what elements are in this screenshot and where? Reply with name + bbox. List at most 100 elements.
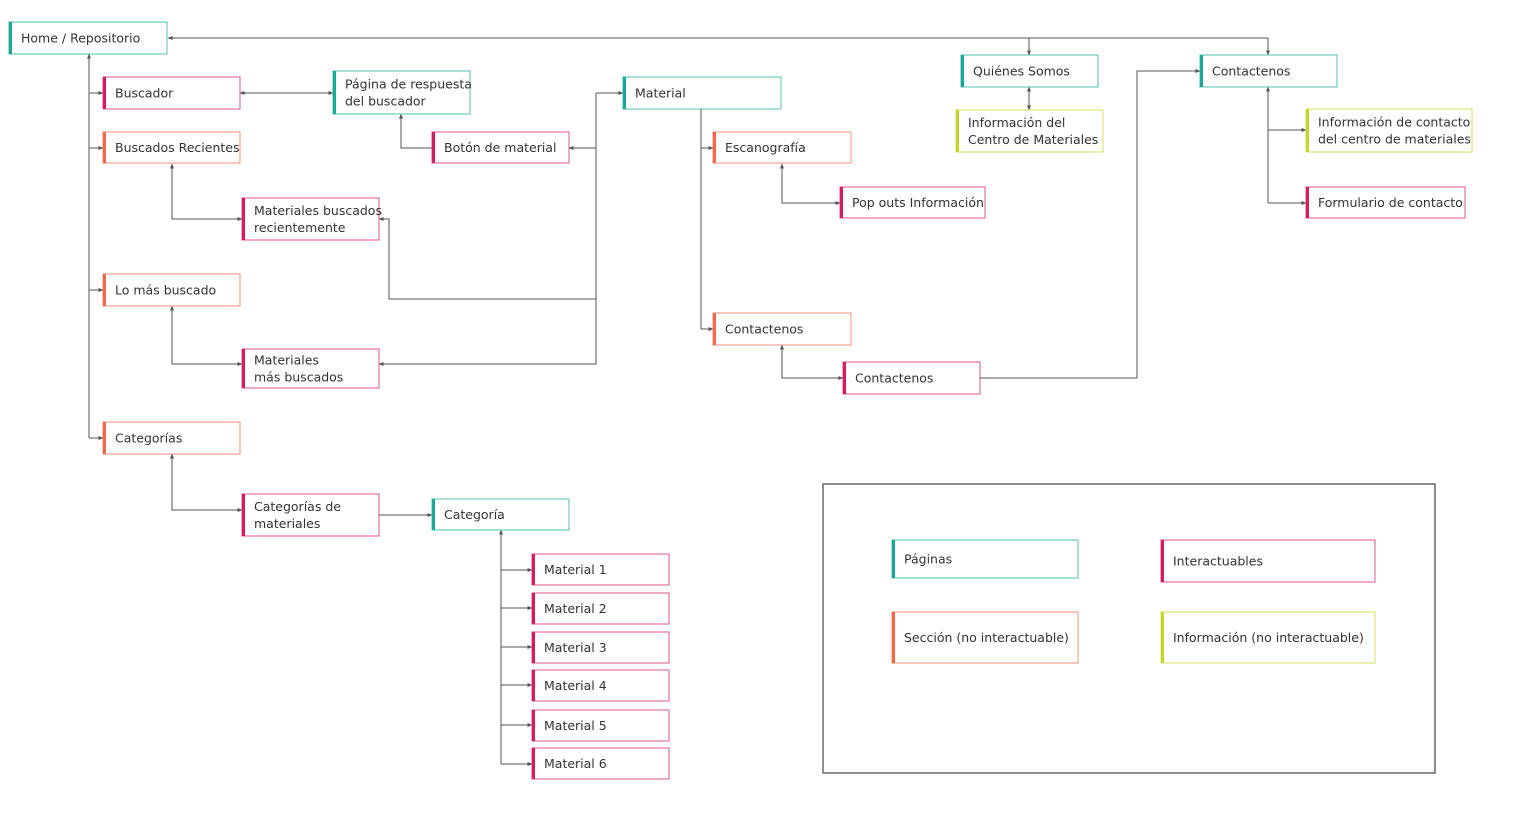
node-border (622, 76, 782, 110)
node-accent-bar (532, 710, 535, 741)
node-label: Botón de material (444, 140, 556, 155)
node-label: Escanografía (725, 140, 806, 155)
connector-lines (87, 36, 1307, 766)
node-accent-bar (103, 422, 106, 454)
node-label: Lo más buscado (115, 283, 216, 298)
node-home: Home / Repositorio (8, 21, 168, 55)
legend-informacion: Información (no interactuable) (1160, 611, 1376, 664)
edge-trunk-to-recientes (378, 217, 596, 300)
node-accent-bar (892, 612, 895, 663)
node-accent-bar (9, 22, 12, 54)
node-escanografia: Escanografía (712, 131, 852, 164)
node-quienes-somos: Quiénes Somos (960, 54, 1099, 88)
node-material: Material (622, 76, 782, 110)
node-border (1160, 611, 1376, 664)
node-label: Centro de Materiales (968, 132, 1098, 147)
node-border (955, 109, 1104, 153)
node-label: Pop outs Información (852, 195, 984, 210)
node-label: del buscador (345, 94, 427, 109)
node-border (102, 273, 241, 307)
node-accent-bar (532, 632, 535, 663)
legend-paginas: Páginas (891, 539, 1079, 579)
node-label: Buscador (115, 86, 174, 101)
node-label: Página de respuesta (345, 77, 472, 92)
node-buscados-recientes: Buscados Recientes (102, 131, 241, 164)
edge-boton-to-contactenos-pagina (980, 69, 1201, 379)
node-border (531, 747, 670, 780)
node-label: Información de contacto (1318, 115, 1470, 130)
node-border (960, 54, 1099, 88)
node-accent-bar (532, 593, 535, 624)
node-accent-bar (103, 77, 106, 109)
node-label: Material 1 (544, 562, 607, 577)
node-border (1160, 539, 1376, 583)
edge-recientes-to-materiales (170, 163, 243, 221)
node-material-1: Material 1 (531, 553, 670, 586)
node-material-6: Material 6 (531, 747, 670, 780)
node-border (531, 669, 670, 702)
node-label: Materiales buscados (254, 203, 382, 218)
node-label: Buscados Recientes (115, 140, 240, 155)
node-accent-bar (713, 132, 716, 163)
edge-categorias-to-cat-materiales (170, 453, 243, 512)
node-border (241, 493, 380, 537)
edge-mas-buscado-to-materiales (170, 305, 243, 366)
node-materiales-mas: Materiales más buscados (241, 348, 380, 389)
node-accent-bar (956, 110, 959, 152)
node-border (241, 348, 380, 389)
node-accent-bar (623, 77, 626, 109)
node-label: Categoría (444, 507, 505, 522)
node-label: Home / Repositorio (21, 31, 140, 46)
node-border (712, 312, 852, 346)
node-accent-bar (1161, 612, 1164, 663)
node-border (531, 709, 670, 742)
node-border (531, 592, 670, 625)
node-info-contacto: Información de contacto del centro de mat… (1305, 108, 1473, 153)
node-pop-outs: Pop outs Información (839, 186, 986, 219)
node-border (891, 611, 1079, 664)
node-accent-bar (103, 132, 106, 163)
node-boton-material: Botón de material (431, 131, 570, 164)
legend-frame (822, 483, 1436, 774)
node-label: Material 2 (544, 601, 607, 616)
node-label: recientemente (254, 220, 346, 235)
node-buscador: Buscador (102, 76, 241, 110)
node-border (1305, 186, 1466, 219)
node-accent-bar (1161, 540, 1164, 582)
node-lo-mas-buscado: Lo más buscado (102, 273, 241, 307)
node-accent-bar (532, 554, 535, 585)
node-categorias-materiales: Categorías de materiales (241, 493, 380, 537)
node-label: Material 4 (544, 678, 607, 693)
node-label: Contactenos (855, 371, 933, 386)
node-accent-bar (532, 670, 535, 701)
node-accent-bar (843, 362, 846, 394)
node-label: Materiales (254, 353, 319, 368)
node-border (531, 631, 670, 664)
node-label: del centro de materiales (1318, 132, 1471, 147)
node-categoria: Categoría (431, 498, 570, 531)
node-accent-bar (713, 313, 716, 345)
node-border (839, 186, 986, 219)
node-label: Categorías (115, 431, 182, 446)
node-accent-bar (1200, 55, 1203, 87)
node-categorias: Categorías (102, 421, 241, 455)
node-label: Categorías de (254, 499, 341, 514)
edge-respuesta-to-boton (399, 113, 432, 149)
node-accent-bar (242, 349, 245, 388)
node-accent-bar (242, 494, 245, 536)
node-label: Material (635, 86, 686, 101)
edge-escanografia-to-popouts (780, 163, 841, 205)
node-label: Material 6 (544, 756, 607, 771)
node-border (891, 539, 1079, 579)
node-label: más buscados (254, 370, 343, 385)
node-contactenos-seccion: Contactenos (712, 312, 852, 346)
node-contactenos-boton: Contactenos (842, 361, 981, 395)
node-materiales-recientes: Materiales buscados recientemente (241, 197, 382, 241)
node-accent-bar (532, 748, 535, 779)
node-contactenos-pagina: Contactenos (1199, 54, 1338, 88)
node-label: materiales (254, 516, 320, 531)
node-border (431, 498, 570, 531)
